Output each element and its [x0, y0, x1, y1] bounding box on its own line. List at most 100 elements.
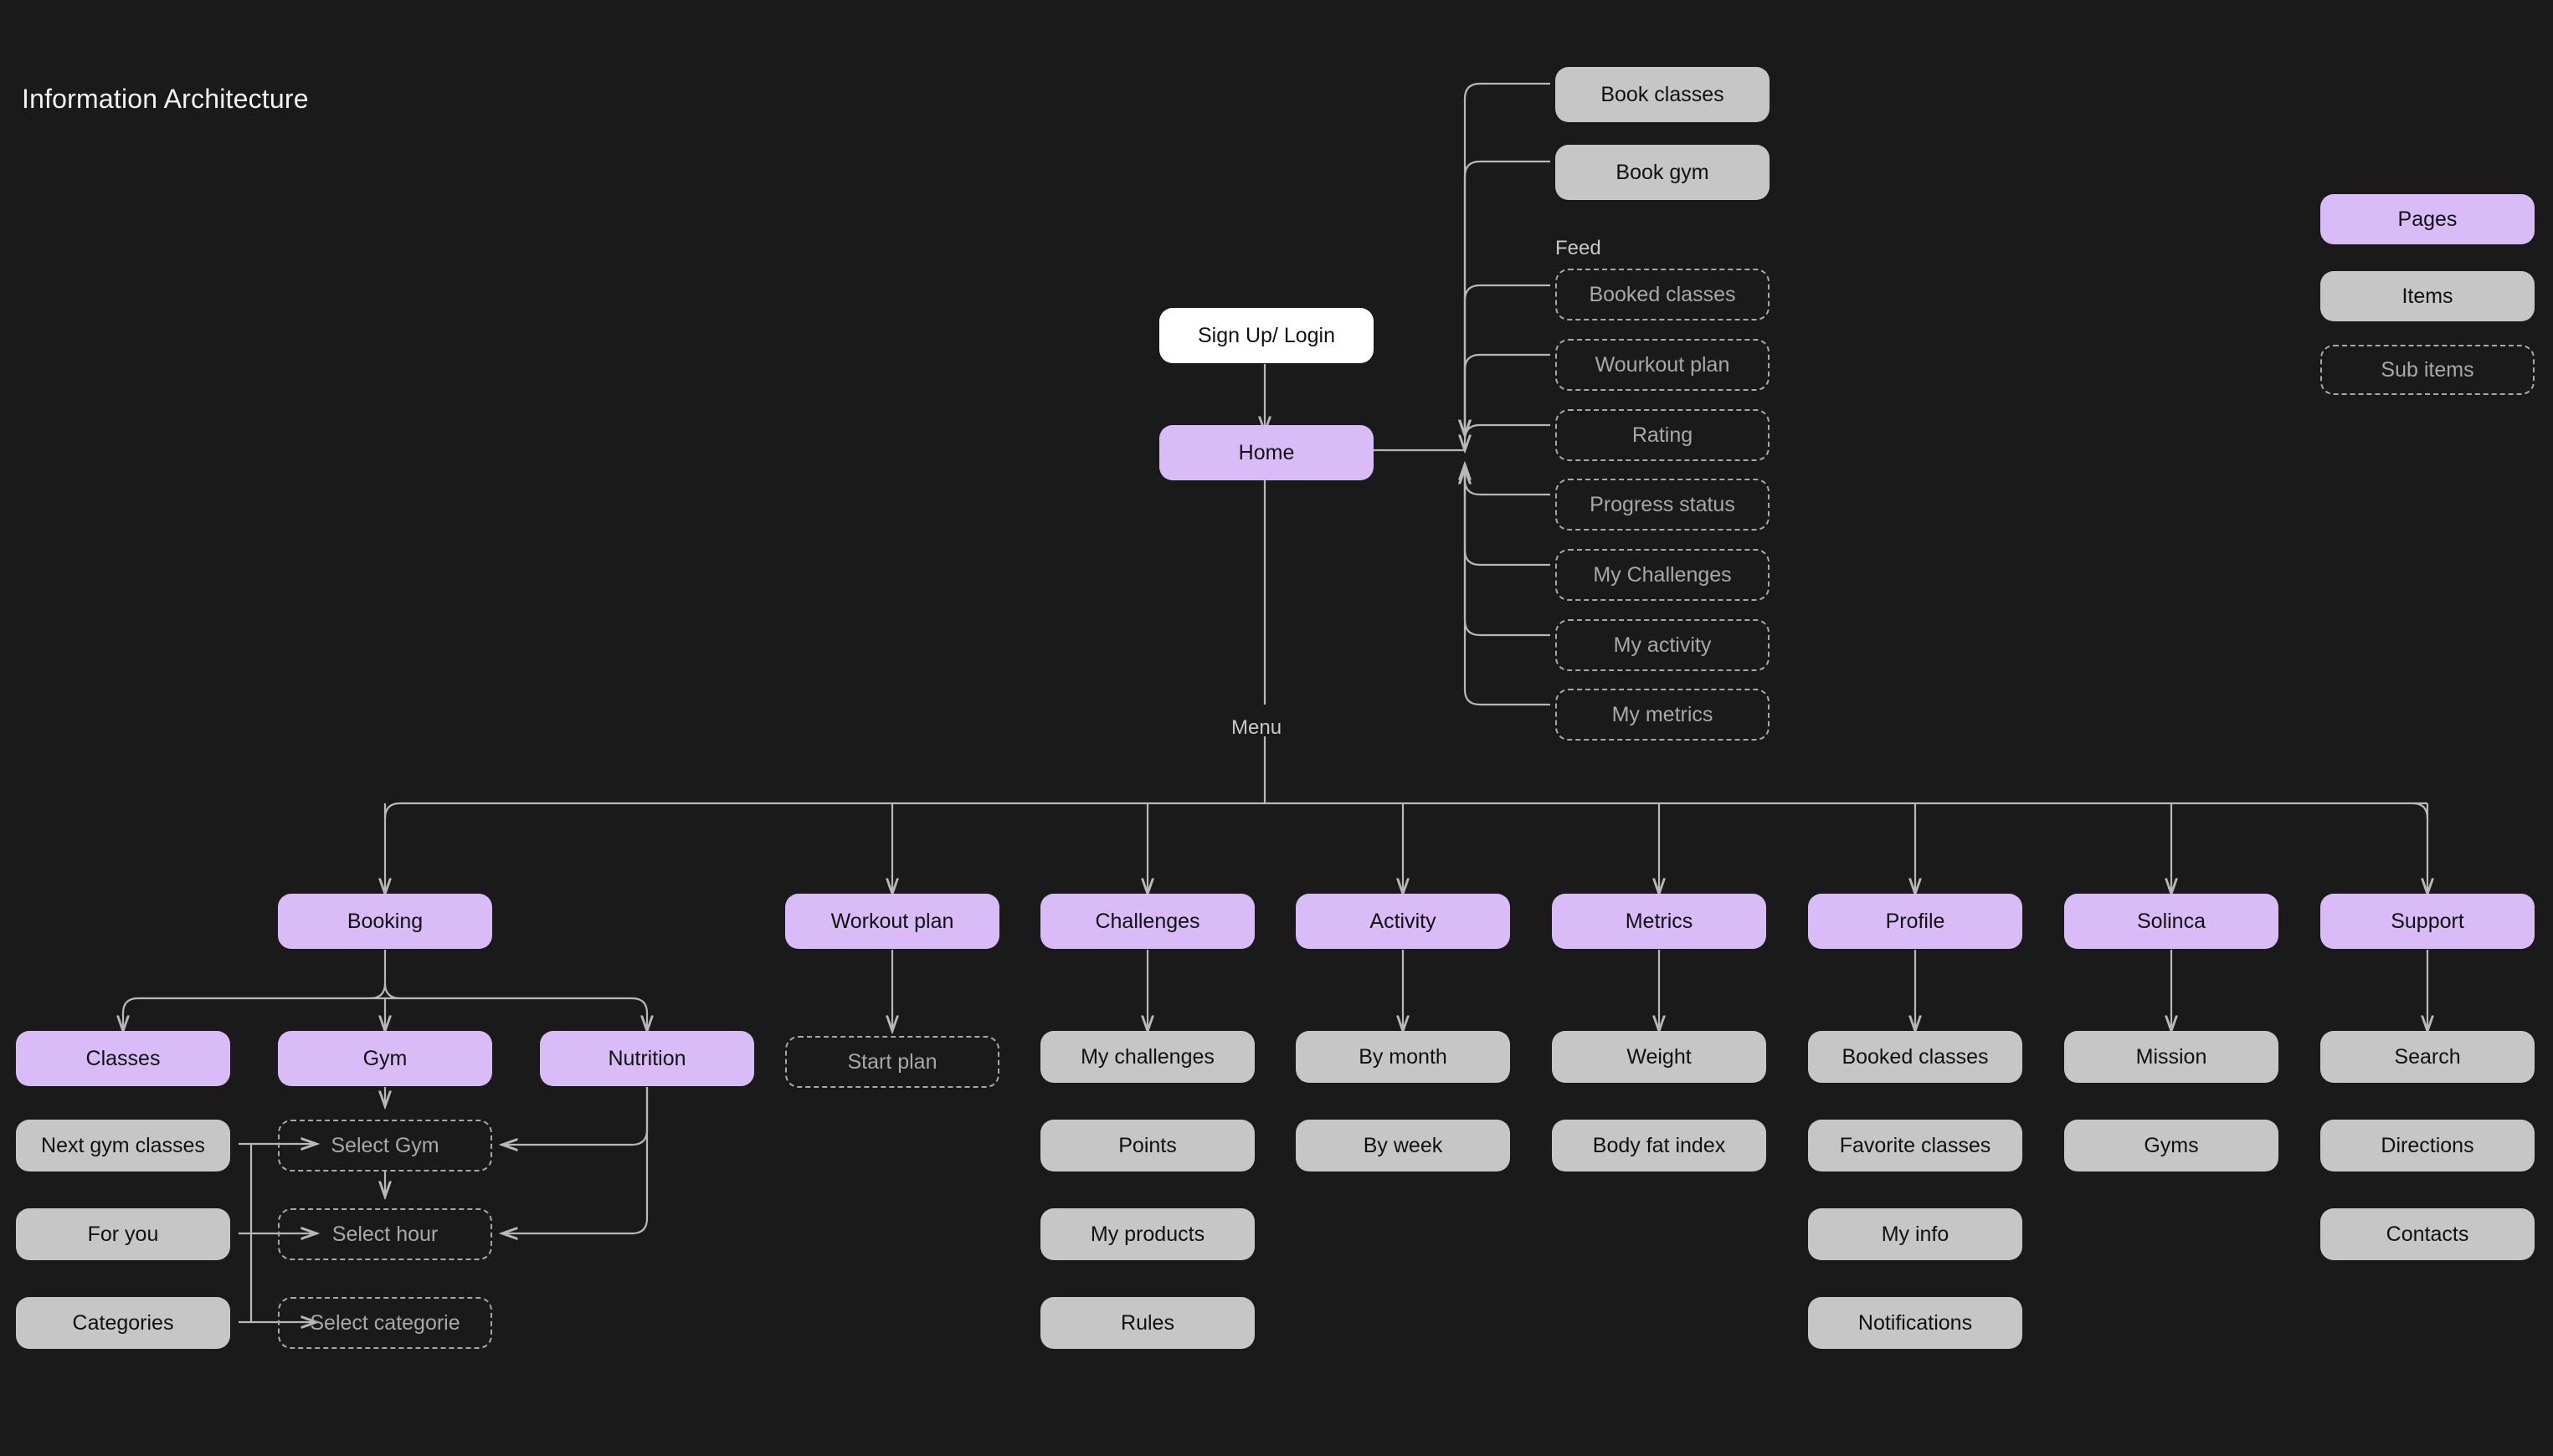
- node-select-hour-label: Select hour: [331, 1222, 439, 1246]
- node-directions-label: Directions: [2381, 1133, 2474, 1157]
- node-book-gym-label: Book gym: [1616, 160, 1709, 184]
- node-my-challenges-feed-label: My Challenges: [1593, 562, 1732, 587]
- node-my-info-label: My info: [1881, 1222, 1949, 1246]
- node-rules-label: Rules: [1121, 1310, 1174, 1335]
- node-points-label: Points: [1118, 1133, 1177, 1157]
- legend-pages: Pages: [2320, 194, 2535, 244]
- node-contacts[interactable]: Contacts: [2320, 1208, 2535, 1260]
- node-activity[interactable]: Activity: [1296, 894, 1510, 949]
- node-for-you[interactable]: For you: [16, 1208, 230, 1260]
- node-for-you-label: For you: [87, 1222, 159, 1246]
- node-gyms[interactable]: Gyms: [2064, 1120, 2278, 1171]
- node-progress-status-label: Progress status: [1590, 492, 1735, 516]
- node-my-products[interactable]: My products: [1040, 1208, 1255, 1260]
- node-categories-label: Categories: [72, 1310, 174, 1335]
- legend-sub-items: Sub items: [2320, 345, 2535, 395]
- node-gym-label: Gym: [362, 1046, 408, 1070]
- node-book-gym[interactable]: Book gym: [1555, 145, 1770, 200]
- node-profile[interactable]: Profile: [1808, 894, 2022, 949]
- node-next-gym-classes-label: Next gym classes: [41, 1133, 205, 1157]
- node-contacts-label: Contacts: [2386, 1222, 2469, 1246]
- node-select-hour[interactable]: Select hour: [278, 1208, 492, 1260]
- node-my-challenges-feed[interactable]: My Challenges: [1555, 549, 1770, 601]
- node-notifications-label: Notifications: [1857, 1310, 1973, 1335]
- node-body-fat-index[interactable]: Body fat index: [1552, 1120, 1766, 1171]
- node-home-label: Home: [1238, 440, 1295, 464]
- node-weight-label: Weight: [1626, 1044, 1692, 1069]
- group-label-menu: Menu: [1231, 716, 1282, 739]
- legend-items-label: Items: [2401, 284, 2453, 308]
- node-mission[interactable]: Mission: [2064, 1031, 2278, 1083]
- node-profile-label: Profile: [1885, 909, 1945, 933]
- node-book-classes-label: Book classes: [1600, 82, 1724, 106]
- node-points[interactable]: Points: [1040, 1120, 1255, 1171]
- node-select-categorie[interactable]: Select categorie: [278, 1297, 492, 1349]
- node-booked-classes-feed-label: Booked classes: [1589, 282, 1736, 306]
- node-wourkout-plan-label: Wourkout plan: [1595, 352, 1730, 377]
- node-rules[interactable]: Rules: [1040, 1297, 1255, 1349]
- node-solinca-label: Solinca: [2137, 909, 2206, 933]
- node-mission-label: Mission: [2135, 1044, 2207, 1069]
- node-metrics-label: Metrics: [1625, 909, 1693, 933]
- node-start-plan[interactable]: Start plan: [785, 1036, 999, 1088]
- legend-pages-label: Pages: [2397, 207, 2458, 231]
- node-workout-plan[interactable]: Workout plan: [785, 894, 999, 949]
- node-my-challenges-label: My challenges: [1081, 1044, 1215, 1069]
- node-wourkout-plan[interactable]: Wourkout plan: [1555, 339, 1770, 391]
- node-select-gym[interactable]: Select Gym: [278, 1120, 492, 1171]
- node-challenges-label: Challenges: [1095, 909, 1200, 933]
- node-my-products-label: My products: [1090, 1222, 1205, 1246]
- node-next-gym-classes[interactable]: Next gym classes: [16, 1120, 230, 1171]
- node-my-metrics-label: My metrics: [1611, 702, 1713, 726]
- node-nutrition[interactable]: Nutrition: [540, 1031, 754, 1086]
- node-favorite-classes[interactable]: Favorite classes: [1808, 1120, 2022, 1171]
- node-rating[interactable]: Rating: [1555, 409, 1770, 461]
- node-progress-status[interactable]: Progress status: [1555, 479, 1770, 531]
- node-notifications[interactable]: Notifications: [1808, 1297, 2022, 1349]
- node-home[interactable]: Home: [1159, 425, 1374, 480]
- node-by-month[interactable]: By month: [1296, 1031, 1510, 1083]
- node-start-plan-label: Start plan: [847, 1049, 937, 1074]
- node-my-challenges[interactable]: My challenges: [1040, 1031, 1255, 1083]
- node-booking-label: Booking: [347, 909, 424, 933]
- node-by-week[interactable]: By week: [1296, 1120, 1510, 1171]
- node-classes[interactable]: Classes: [16, 1031, 230, 1086]
- legend-sub-items-label: Sub items: [2381, 357, 2474, 382]
- node-categories[interactable]: Categories: [16, 1297, 230, 1349]
- node-weight[interactable]: Weight: [1552, 1031, 1766, 1083]
- node-by-week-label: By week: [1363, 1133, 1443, 1157]
- node-favorite-classes-label: Favorite classes: [1839, 1133, 1991, 1157]
- node-my-metrics[interactable]: My metrics: [1555, 689, 1770, 741]
- node-book-classes[interactable]: Book classes: [1555, 67, 1770, 122]
- page-title: Information Architecture: [22, 84, 309, 114]
- node-signup-login-label: Sign Up/ Login: [1197, 323, 1335, 347]
- node-signup-login[interactable]: Sign Up/ Login: [1159, 308, 1374, 363]
- node-solinca[interactable]: Solinca: [2064, 894, 2278, 949]
- node-body-fat-index-label: Body fat index: [1592, 1133, 1726, 1157]
- node-directions[interactable]: Directions: [2320, 1120, 2535, 1171]
- node-select-gym-label: Select Gym: [331, 1133, 439, 1157]
- node-activity-label: Activity: [1369, 909, 1436, 933]
- node-rating-label: Rating: [1631, 423, 1693, 447]
- node-workout-plan-label: Workout plan: [830, 909, 954, 933]
- node-by-month-label: By month: [1359, 1044, 1447, 1069]
- node-search-label: Search: [2394, 1044, 2461, 1069]
- node-booked-classes-profile[interactable]: Booked classes: [1808, 1031, 2022, 1083]
- node-gym[interactable]: Gym: [278, 1031, 492, 1086]
- node-search[interactable]: Search: [2320, 1031, 2535, 1083]
- group-label-feed: Feed: [1555, 237, 1601, 259]
- node-my-activity-label: My activity: [1613, 633, 1712, 657]
- node-classes-label: Classes: [85, 1046, 161, 1070]
- node-support[interactable]: Support: [2320, 894, 2535, 949]
- node-select-categorie-label: Select categorie: [310, 1310, 460, 1335]
- node-support-label: Support: [2391, 909, 2464, 933]
- node-booked-classes-feed[interactable]: Booked classes: [1555, 269, 1770, 320]
- node-booked-classes-profile-label: Booked classes: [1842, 1044, 1989, 1069]
- node-metrics[interactable]: Metrics: [1552, 894, 1766, 949]
- node-challenges[interactable]: Challenges: [1040, 894, 1255, 949]
- node-gyms-label: Gyms: [2144, 1133, 2199, 1157]
- node-booking[interactable]: Booking: [278, 894, 492, 949]
- node-my-activity[interactable]: My activity: [1555, 619, 1770, 671]
- node-my-info[interactable]: My info: [1808, 1208, 2022, 1260]
